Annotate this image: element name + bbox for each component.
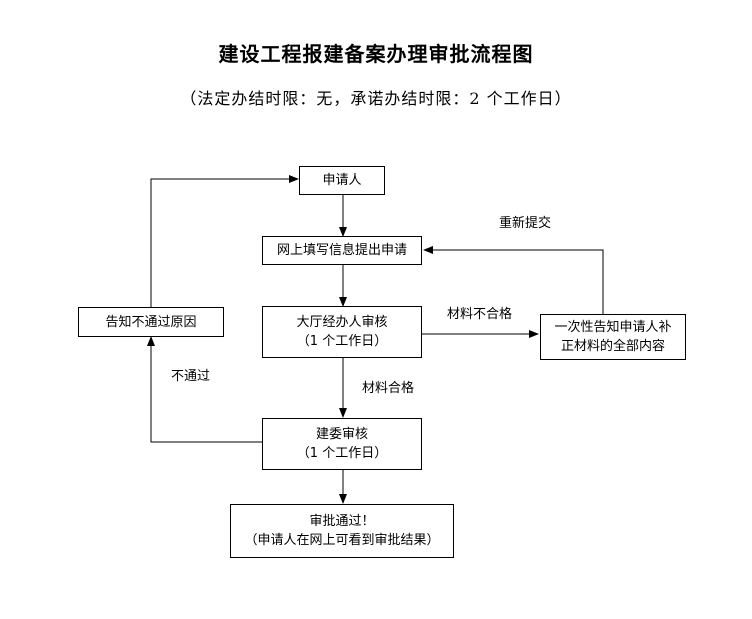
node-notify-supplement-line1: 一次性告知申请人补 bbox=[554, 320, 672, 335]
node-approved-line1: 审批通过！ bbox=[309, 514, 375, 529]
arrow-committee-to-reject bbox=[147, 336, 262, 443]
node-notify-reject: 告知不通过原因 bbox=[78, 307, 224, 337]
node-hall-review-line2: （1 个工作日） bbox=[296, 334, 388, 349]
page-subtitle: （法定办结时限：无，承诺办结时限：2 个工作日） bbox=[180, 89, 572, 108]
node-online-submit-label: 网上填写信息提出申请 bbox=[276, 243, 407, 258]
arrow-resubmit bbox=[423, 246, 604, 314]
node-applicant-label: 申请人 bbox=[322, 173, 362, 188]
node-notify-supplement: 一次性告知申请人补 正材料的全部内容 bbox=[540, 314, 686, 360]
node-hall-review-line1: 大厅经办人审核 bbox=[296, 315, 388, 330]
node-approved-line2: （申请人在网上可看到审批结果） bbox=[244, 533, 440, 548]
edge-label-materials-pass: 材料合格 bbox=[362, 381, 415, 396]
node-applicant: 申请人 bbox=[299, 166, 385, 195]
page-title: 建设工程报建备案办理审批流程图 bbox=[218, 42, 534, 66]
node-notify-reject-label: 告知不通过原因 bbox=[105, 314, 197, 330]
node-approved: 审批通过！ （申请人在网上可看到审批结果） bbox=[230, 504, 454, 558]
edge-label-materials-fail: 材料不合格 bbox=[447, 307, 513, 322]
node-hall-review: 大厅经办人审核 （1 个工作日） bbox=[262, 306, 422, 358]
edge-label-resubmit: 重新提交 bbox=[499, 216, 552, 231]
edge-label-not-passed: 不通过 bbox=[171, 369, 211, 384]
node-online-submit: 网上填写信息提出申请 bbox=[262, 236, 422, 265]
node-committee-review-line1: 建委审核 bbox=[315, 427, 368, 442]
arrow-reject-to-applicant bbox=[150, 175, 299, 307]
node-committee-review: 建委审核 （1 个工作日） bbox=[262, 418, 422, 470]
node-notify-supplement-line2: 正材料的全部内容 bbox=[560, 339, 665, 354]
node-committee-review-line2: （1 个工作日） bbox=[296, 446, 388, 461]
